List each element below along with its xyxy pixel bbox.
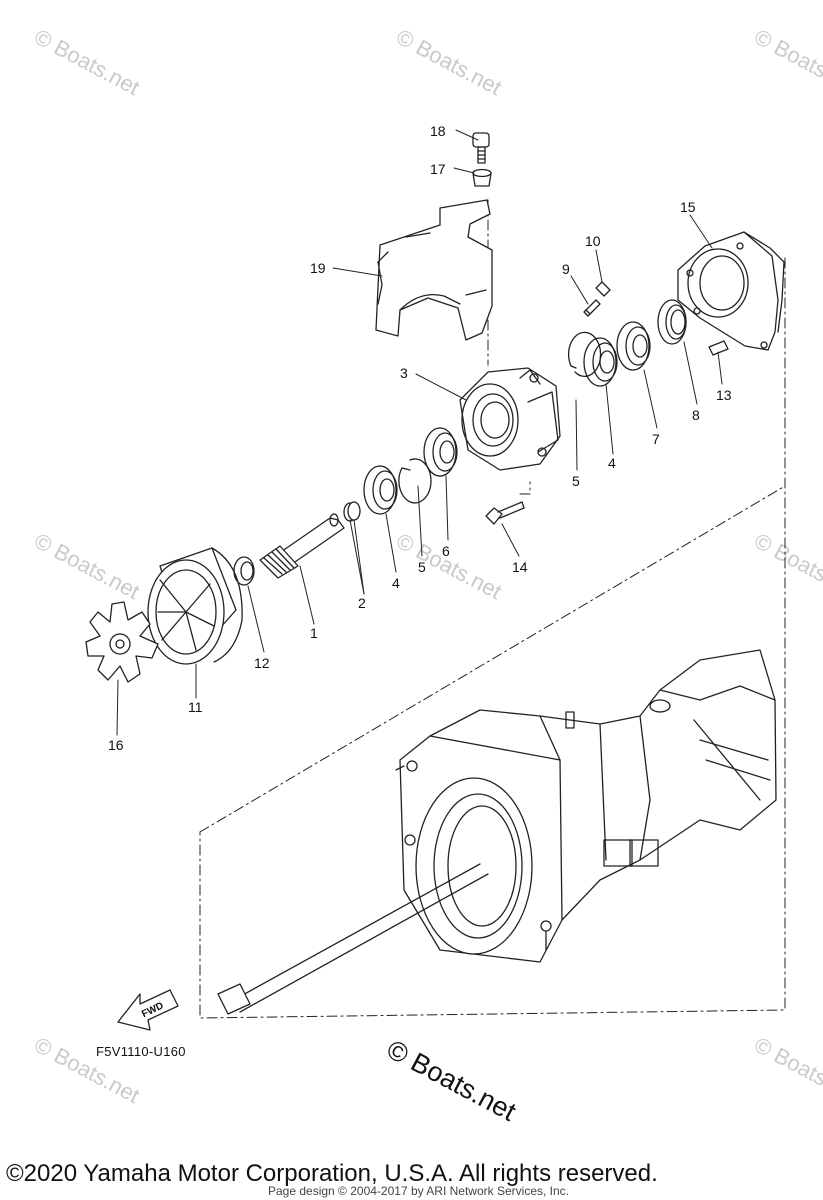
- callout-13: 13: [716, 387, 732, 403]
- part-9-nipple: [583, 299, 601, 317]
- part-8-seal: [657, 299, 687, 345]
- callout-14: 14: [512, 559, 528, 575]
- part-18-bolt: [472, 132, 490, 164]
- part-3-bearing-housing: [459, 367, 561, 471]
- callout-2: 2: [358, 595, 366, 611]
- part-2-spacers: [343, 501, 361, 522]
- part-15-housing: [677, 231, 785, 351]
- part-5-circlip-lower: [398, 458, 432, 504]
- callout-11: 11: [188, 699, 203, 715]
- part-17-collar: [472, 168, 492, 187]
- callout-5-upper: 5: [572, 473, 580, 489]
- diagram-reference-code: F5V1110-U160: [96, 1044, 186, 1059]
- callout-3: 3: [400, 365, 408, 381]
- part-1-shaft: [259, 513, 345, 579]
- part-13-pin: [708, 340, 729, 356]
- part-5-circlip-upper: [567, 331, 602, 378]
- page-design-credit: Page design © 2004-2017 by ARI Network S…: [268, 1184, 570, 1198]
- callout-16: 16: [108, 737, 124, 753]
- part-6-bearing: [423, 427, 458, 477]
- callout-15: 15: [680, 199, 696, 215]
- callout-10: 10: [585, 233, 601, 249]
- part-4-bearing-lower: [363, 465, 398, 515]
- part-12-ring: [233, 556, 255, 586]
- callout-17: 17: [430, 161, 446, 177]
- callout-9: 9: [562, 261, 570, 277]
- callout-4-lower: 4: [392, 575, 400, 591]
- part-11-coupling: [147, 547, 243, 665]
- callout-7: 7: [652, 431, 660, 447]
- callout-19: 19: [310, 260, 326, 276]
- callout-6: 6: [442, 543, 450, 559]
- callout-5-lower: 5: [418, 559, 426, 575]
- callout-18: 18: [430, 123, 446, 139]
- part-4-bearing-upper: [583, 337, 618, 387]
- part-16-damper: [85, 601, 159, 683]
- part-19-cover: [375, 199, 493, 341]
- leader-lines: [116, 129, 723, 736]
- part-14-bolt: [485, 501, 525, 525]
- callout-1: 1: [310, 625, 318, 641]
- part-10-cap: [595, 281, 611, 297]
- callout-4-upper: 4: [608, 455, 616, 471]
- drive-shaft: [217, 863, 489, 1015]
- part-7-bearing: [616, 321, 651, 371]
- jet-pump-unit: [395, 649, 777, 963]
- copyright-notice: ©2020 Yamaha Motor Corporation, U.S.A. A…: [6, 1160, 658, 1187]
- callout-8: 8: [692, 407, 700, 423]
- fwd-arrow-icon: [117, 989, 179, 1031]
- callout-12: 12: [254, 655, 270, 671]
